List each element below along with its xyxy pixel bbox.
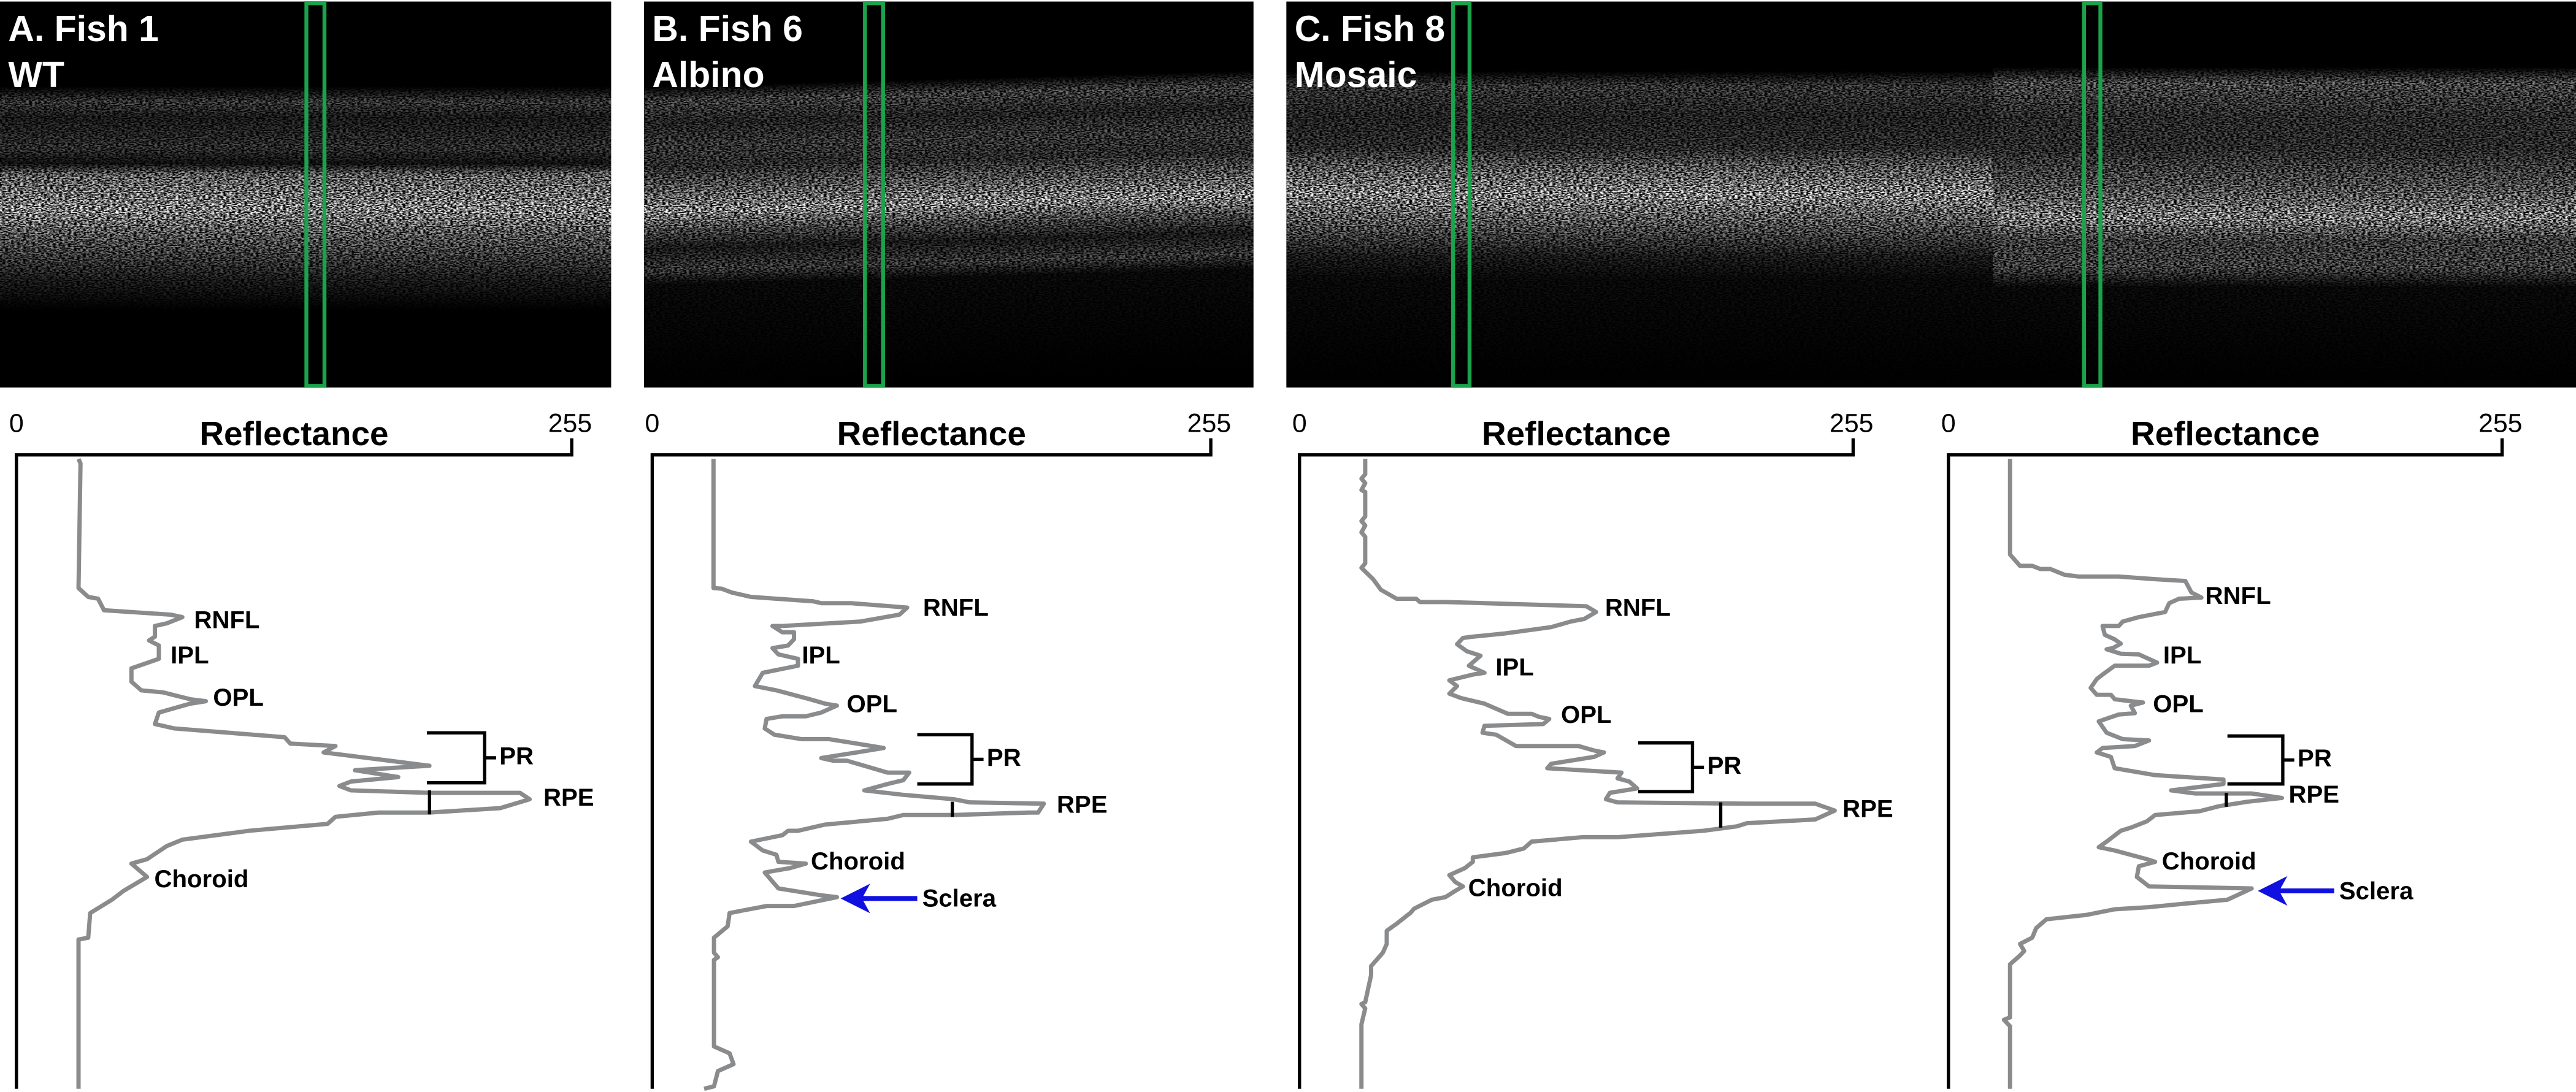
layer-label: Choroid [1468, 874, 1563, 902]
pr-bracket [917, 733, 984, 786]
layer-label: PR [499, 743, 534, 770]
genotype-label: WT [8, 55, 64, 95]
layer-label: OPL [1561, 701, 1612, 728]
x-tick-label: 0 [9, 408, 24, 438]
axis-title: Reflectance [199, 414, 388, 452]
axis-lines [1298, 438, 1855, 1089]
roi-box [2082, 1, 2103, 388]
oct-image-a: A. Fish 1 WT [0, 1, 611, 388]
pr-bracket [1638, 741, 1704, 793]
layer-label: IPL [171, 641, 209, 669]
layer-label: RPE [543, 784, 594, 811]
layer-label: IPL [1495, 654, 1533, 681]
sclera-label: Sclera [922, 885, 997, 912]
layer-label: Choroid [2162, 847, 2256, 875]
layer-label: IPL [2163, 641, 2201, 669]
layer-label: Choroid [811, 847, 905, 875]
profile-line [2001, 459, 2285, 1089]
x-tick-label: 255 [548, 408, 592, 438]
layer-label: RPE [1057, 790, 1108, 818]
roi-box [1451, 1, 1472, 388]
layer-label: RNFL [923, 594, 989, 622]
layer-label: RNFL [2206, 582, 2271, 609]
axis-lines [1947, 438, 2504, 1089]
layer-label: PR [2298, 744, 2332, 772]
sclera-label: Sclera [2339, 877, 2413, 904]
profile-line [703, 459, 1046, 1091]
layer-label: Choroid [155, 865, 249, 893]
genotype-label: Albino [652, 55, 764, 95]
pr-bracket [2227, 734, 2294, 786]
x-tick-label: 0 [1292, 408, 1307, 438]
oct-image-b: B. Fish 6 Albino [644, 1, 1254, 388]
roi-box [863, 1, 885, 388]
layer-label: RNFL [194, 606, 260, 633]
x-tick-label: 255 [1830, 408, 1873, 438]
axis-title: Reflectance [837, 414, 1026, 452]
layer-label: PR [1708, 752, 1742, 779]
profile-line [1359, 459, 1837, 1089]
axis-title: Reflectance [1482, 414, 1671, 452]
panel-label: B. Fish 6 [652, 9, 803, 49]
x-tick-label: 0 [645, 408, 659, 438]
panel-label: A. Fish 1 [8, 9, 159, 49]
oct-image-c: C. Fish 8 Mosaic [1286, 1, 2576, 388]
panel-label: C. Fish 8 [1295, 9, 1446, 49]
layer-label: RPE [2288, 781, 2339, 808]
layer-label: IPL [802, 641, 840, 669]
layer-label: RNFL [1605, 594, 1671, 622]
profile-line [76, 458, 532, 1089]
roi-box [304, 1, 327, 388]
pr-bracket [427, 731, 496, 785]
x-tick-label: 255 [2478, 408, 2522, 438]
arrow-left-icon [2258, 876, 2288, 906]
axis-lines [650, 438, 1213, 1089]
layer-label: PR [987, 744, 1021, 771]
layer-label: RPE [1842, 795, 1893, 823]
arrow-left-icon [840, 884, 870, 914]
layer-label: OPL [2153, 690, 2204, 717]
axis-title: Reflectance [2131, 414, 2320, 452]
x-tick-label: 255 [1187, 408, 1231, 438]
layer-label: OPL [213, 684, 264, 711]
genotype-label: Mosaic [1295, 55, 1417, 95]
x-tick-label: 0 [1941, 408, 1956, 438]
axis-lines [15, 438, 573, 1089]
layer-label: OPL [847, 690, 898, 717]
